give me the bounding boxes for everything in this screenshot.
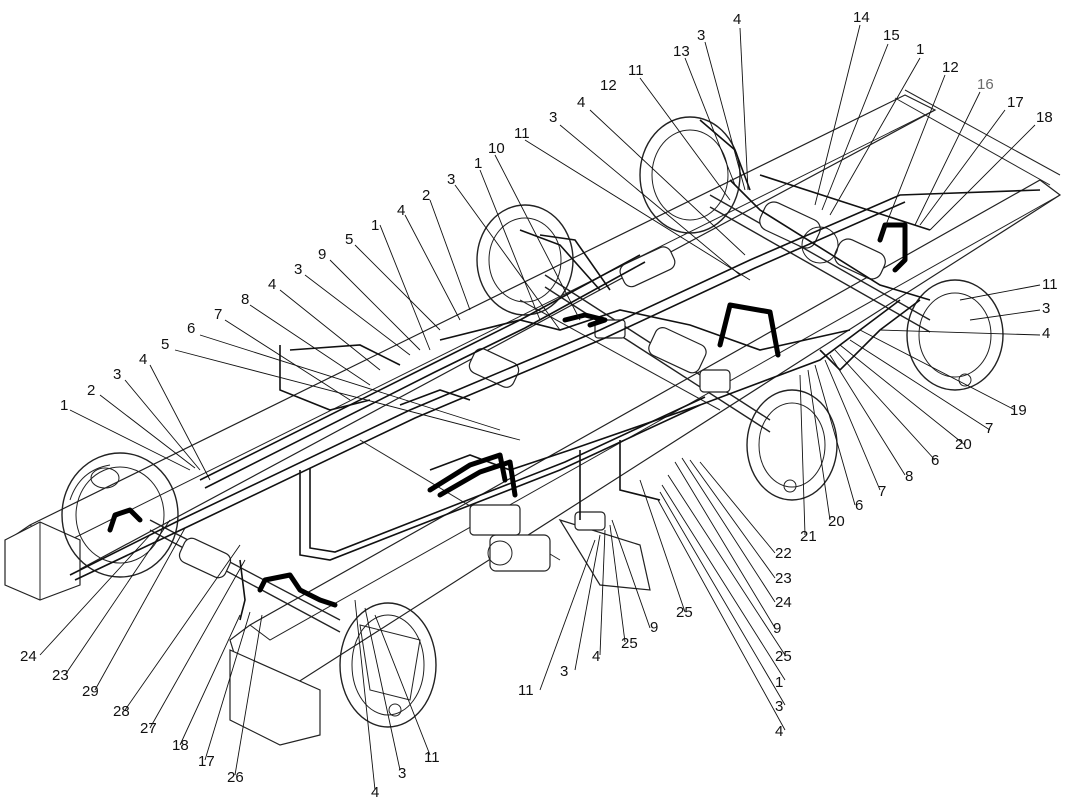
callout-labels: 4 14 3 15 13 1 12 16 11 17 4 12 18 3 11 … <box>20 9 1058 801</box>
label-5: 5 <box>161 336 169 353</box>
leader-lines <box>39 24 1041 791</box>
label-18: 18 <box>1036 109 1053 126</box>
label-14: 14 <box>853 9 870 26</box>
label-28: 28 <box>113 703 130 720</box>
label-3: 3 <box>697 27 705 44</box>
label-25: 25 <box>621 635 638 652</box>
label-3: 3 <box>560 663 568 680</box>
label-20: 20 <box>828 513 845 530</box>
front-brake-chamber <box>178 537 232 579</box>
label-11: 11 <box>424 749 440 766</box>
label-21: 21 <box>800 528 817 545</box>
label-13: 13 <box>673 43 690 60</box>
label-6: 6 <box>187 320 195 337</box>
valve-bracket <box>558 511 651 591</box>
label-16: 16 <box>977 76 994 93</box>
label-9: 9 <box>318 246 326 263</box>
label-11: 11 <box>518 682 534 699</box>
label-4: 4 <box>371 784 379 801</box>
label-3: 3 <box>775 698 783 715</box>
label-4: 4 <box>139 351 147 368</box>
label-1: 1 <box>916 41 924 58</box>
label-4: 4 <box>397 202 405 219</box>
label-11: 11 <box>628 62 644 79</box>
label-23: 23 <box>52 667 69 684</box>
label-5: 5 <box>345 231 353 248</box>
label-29: 29 <box>82 683 99 700</box>
label-3: 3 <box>113 366 121 383</box>
rear-brake-chamber-right <box>759 201 886 280</box>
middle-right-brake-drum <box>746 389 838 501</box>
label-17: 17 <box>198 753 215 770</box>
label-1: 1 <box>474 155 482 172</box>
label-4: 4 <box>733 11 741 28</box>
label-8: 8 <box>905 468 913 485</box>
label-12: 12 <box>942 59 959 76</box>
brake-valve <box>594 319 731 393</box>
label-2: 2 <box>422 187 430 204</box>
label-22: 22 <box>775 545 792 562</box>
compressor-unit <box>469 504 551 572</box>
front-right-brake-drum <box>339 602 437 728</box>
label-3: 3 <box>447 171 455 188</box>
label-7: 7 <box>878 483 886 500</box>
middle-brake-chamber <box>468 327 707 388</box>
label-4: 4 <box>1042 325 1050 342</box>
label-24: 24 <box>20 648 37 665</box>
label-9: 9 <box>773 620 781 637</box>
rear-right-brake-drum <box>906 279 1004 391</box>
label-11: 11 <box>1042 276 1058 293</box>
label-10: 10 <box>488 140 505 157</box>
label-6: 6 <box>855 497 863 514</box>
chassis-frame <box>4 89 1062 746</box>
label-19: 19 <box>1010 402 1027 419</box>
label-27: 27 <box>140 720 157 737</box>
label-20: 20 <box>955 436 972 453</box>
label-4: 4 <box>592 648 600 665</box>
brake-hoses <box>107 222 908 608</box>
label-18: 18 <box>172 737 189 754</box>
label-4: 4 <box>775 723 783 740</box>
label-11: 11 <box>514 125 530 142</box>
label-3: 3 <box>294 261 302 278</box>
label-4: 4 <box>577 94 585 111</box>
brake-chambers <box>178 201 886 591</box>
label-1: 1 <box>371 217 379 234</box>
label-7: 7 <box>985 420 993 437</box>
label-1: 1 <box>775 674 783 691</box>
label-17: 17 <box>1007 94 1024 111</box>
brake-lines <box>69 119 1041 621</box>
label-26: 26 <box>227 769 244 786</box>
label-8: 8 <box>241 291 249 308</box>
label-4: 4 <box>268 276 276 293</box>
label-6: 6 <box>931 452 939 469</box>
label-3: 3 <box>398 765 406 782</box>
label-1: 1 <box>60 397 68 414</box>
front-left-brake-drum <box>61 452 179 578</box>
label-25: 25 <box>676 604 693 621</box>
label-7: 7 <box>214 306 222 323</box>
label-23: 23 <box>775 570 792 587</box>
label-15: 15 <box>883 27 900 44</box>
label-12: 12 <box>600 77 617 94</box>
label-3: 3 <box>549 109 557 126</box>
label-25: 25 <box>775 648 792 665</box>
rear-brake-chamber-left <box>619 246 676 288</box>
label-3: 3 <box>1042 300 1050 317</box>
label-2: 2 <box>87 382 95 399</box>
label-9: 9 <box>650 619 658 636</box>
label-24: 24 <box>775 594 792 611</box>
